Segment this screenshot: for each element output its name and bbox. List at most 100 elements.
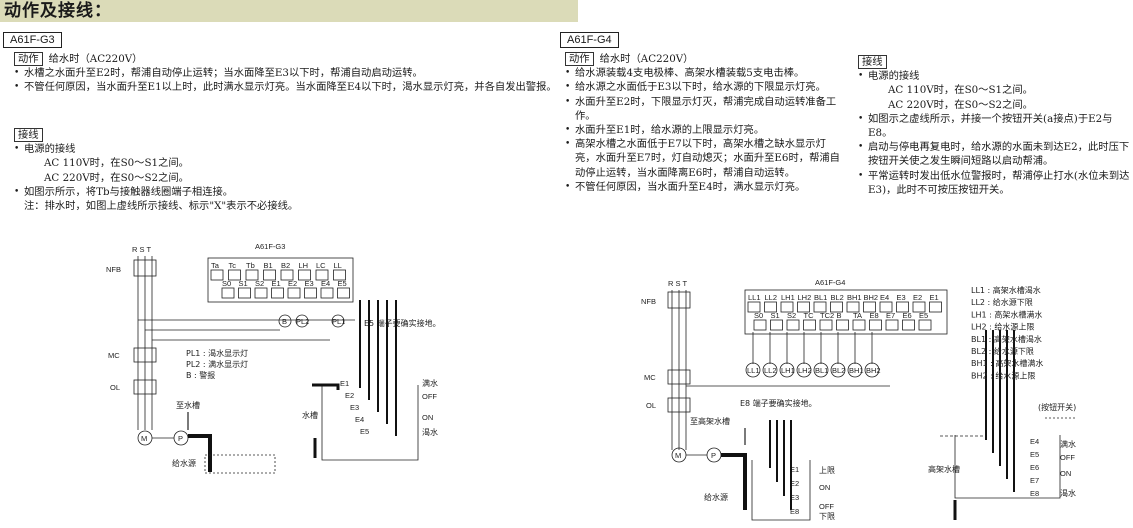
source-label: 给水源	[704, 492, 728, 502]
terminal-label: LL1	[748, 293, 761, 302]
level-label: ON	[422, 413, 433, 422]
lamp-label: BH2	[866, 366, 881, 375]
ground-note: E8 端子要确实接地。	[740, 398, 817, 408]
terminal	[315, 269, 329, 281]
to-tank-label: 至水槽	[176, 400, 200, 410]
terminal-label: LH2	[798, 293, 812, 302]
terminal-label: E8	[870, 311, 879, 320]
lamp-pl1-label: PL1	[332, 317, 345, 326]
terminal	[271, 287, 284, 299]
terminal	[863, 301, 876, 313]
level-label: 渴水	[422, 427, 438, 437]
note: 注：排水时，如图上虚线所示接线、标示"X"表示不必接线。	[24, 200, 299, 213]
terminal	[228, 269, 241, 281]
ol-label: OL	[646, 401, 656, 410]
level-label: OFF	[1060, 453, 1075, 462]
list-item: •水面升至E1时，给水源的上限显示灯亮。	[565, 124, 765, 137]
legend-item: PL1 : 渴水显示灯	[186, 348, 248, 358]
ol-relay	[667, 397, 691, 413]
list-item: •水面升至E2时，下限显示灯灭，帮浦完成自动运转准备工作。	[565, 95, 837, 122]
action-tag: 动作	[565, 52, 594, 66]
terminal	[280, 269, 294, 281]
legend-item: BL1 : 高架水槽渴水	[971, 334, 1042, 344]
lamp-label: LL1	[747, 366, 760, 375]
terminal	[764, 301, 777, 313]
terminal-label: S0	[222, 279, 231, 288]
list-item: •启动与停电再复电时，给水源的水面未到达E2，此时压下按钮开关使之发生瞬间短路以…	[858, 141, 1130, 168]
terminal	[830, 301, 843, 313]
supply-tank	[204, 454, 276, 474]
water-tank	[321, 385, 419, 461]
terminal-label: E3	[305, 279, 314, 288]
terminal	[333, 269, 346, 281]
motor-label: M	[675, 451, 681, 460]
legend-item: PL2 : 满水显示灯	[186, 359, 248, 369]
lamp-label: LH1	[781, 366, 795, 375]
terminal	[298, 269, 311, 281]
rst-label: R S T	[668, 279, 687, 288]
terminal-label: LL2	[765, 293, 778, 302]
g3-action-block: 动作给水时（AC220V） •水槽之水面升至E2时，帮浦自动停止运转；当水面降至…	[14, 52, 569, 95]
terminal-label: BL2	[831, 293, 844, 302]
terminal-label: B2	[281, 261, 290, 270]
terminal-label: S2	[255, 279, 264, 288]
list-item: AC 220V时，在S0～S2之间。	[888, 98, 1033, 111]
terminal	[885, 319, 899, 331]
terminal-label: TC2	[820, 311, 834, 320]
terminal	[238, 287, 251, 299]
g3-wiring-block: 接线 •电源的接线 AC 110V时，在S0～S1之间。 AC 220V时，在S…	[14, 128, 569, 213]
electrode-label: E1	[790, 465, 799, 474]
terminal-label: E1	[930, 293, 939, 302]
tank-label: 水槽	[302, 410, 318, 420]
terminal	[803, 319, 816, 331]
terminal-label: S1	[771, 311, 780, 320]
action-tag: 动作	[14, 52, 43, 66]
mc-label: MC	[644, 373, 656, 382]
pump-label: P	[178, 434, 183, 443]
elevated-tank	[954, 435, 1061, 499]
terminal-label: S0	[754, 311, 763, 320]
lamp-label: LH2	[798, 366, 812, 375]
g4-action-block: 动作给水时（AC220V） •给水源装载4支电极棒、高架水槽装载5支电击棒。 •…	[565, 52, 845, 194]
model-label-g4: A61F-G4	[560, 32, 619, 48]
terminal-label: S1	[239, 279, 248, 288]
indicator-lamp	[796, 362, 812, 378]
terminal	[210, 269, 224, 281]
terminal	[747, 301, 761, 313]
terminal	[786, 319, 800, 331]
level-label: OFF	[819, 502, 834, 511]
list-item: •给水源装载4支电极棒、高架水槽装载5支电击棒。	[565, 67, 805, 80]
legend-item: LL2 : 给水源下限	[971, 297, 1033, 307]
mc-contactor	[667, 369, 691, 385]
level-label: ON	[819, 483, 830, 492]
g3-diagram-title: A61F-G3	[255, 242, 285, 251]
terminal-label: E2	[288, 279, 297, 288]
terminal	[320, 287, 334, 299]
list-item: •如图示之虚线所示，并接一个按钮开关(a接点)于E2与E8。	[858, 112, 1113, 140]
list-item: •给水源之水面低于E3以下时，给水源的下限显示灯亮。	[565, 81, 826, 94]
terminal-label: E6	[903, 311, 912, 320]
terminal	[836, 319, 849, 331]
terminal-label: BH2	[864, 293, 879, 302]
terminal-label: E4	[321, 279, 330, 288]
terminal-label: E7	[886, 311, 895, 320]
terminal	[918, 319, 932, 331]
indicator-lamp	[864, 362, 880, 378]
g3-terminal-block	[207, 257, 354, 303]
terminal-label: LH	[299, 261, 309, 270]
list-item: •电源的接线	[858, 70, 920, 83]
terminal	[245, 269, 259, 281]
lamp-label: LL2	[764, 366, 777, 375]
to-tank-label: 至高架水槽	[690, 416, 730, 426]
terminal-label: E3	[897, 293, 906, 302]
lamp-b	[278, 314, 292, 328]
nfb-label: NFB	[106, 265, 121, 274]
pump-label: P	[711, 451, 716, 460]
list-item: •如图示所示，将Tb与接触器线圈端子相连接。	[14, 185, 234, 198]
terminal	[304, 287, 317, 299]
legend-item: B : 警报	[186, 370, 215, 380]
lamp-label: BL2	[832, 366, 845, 375]
ground-note: E5 端子要确实接地。	[364, 318, 441, 328]
